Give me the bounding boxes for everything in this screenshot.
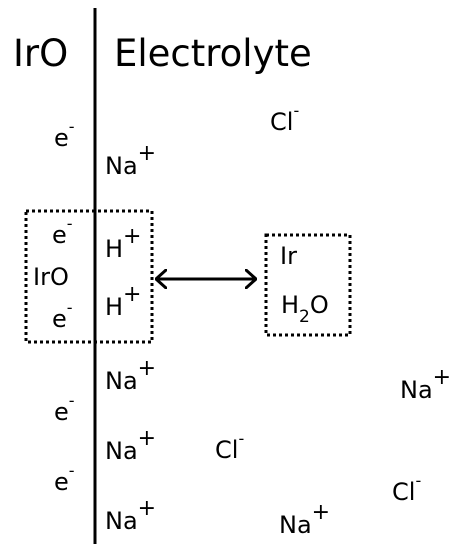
svg-text:e-: e- — [54, 117, 75, 152]
ir-label: Ir — [280, 242, 297, 270]
chloride-ion-3: Cl- — [392, 471, 421, 506]
electron-3: e- — [52, 298, 73, 333]
chloride-ion-1: Cl- — [270, 101, 299, 136]
svg-text:e-: e- — [54, 461, 75, 496]
svg-text:Na+: Na+ — [105, 426, 156, 465]
svg-text:Na+: Na+ — [105, 496, 156, 535]
electron-4: e- — [54, 391, 75, 426]
svg-text:e-: e- — [54, 391, 75, 426]
svg-text:Na+: Na+ — [105, 356, 156, 395]
svg-text:Cl-: Cl- — [392, 471, 421, 506]
sodium-ion-2: Na+ — [105, 356, 156, 395]
sodium-ion-3: Na+ — [105, 426, 156, 465]
heading-iro: IrO — [13, 32, 68, 75]
water-formula: H2O — [281, 291, 329, 327]
svg-text:e-: e- — [52, 214, 73, 249]
svg-text:Na+: Na+ — [279, 500, 330, 539]
svg-text:H+: H+ — [105, 224, 141, 263]
proton-1: H+ — [105, 224, 141, 263]
svg-text:Na+: Na+ — [400, 365, 451, 404]
svg-text:H+: H+ — [105, 282, 141, 321]
chloride-ion-2: Cl- — [215, 429, 244, 464]
proton-2: H+ — [105, 282, 141, 321]
svg-text:Na+: Na+ — [105, 141, 156, 180]
right-dotted-box — [264, 233, 352, 337]
sodium-ion-6: Na+ — [400, 365, 451, 404]
svg-text:H2O: H2O — [281, 291, 329, 327]
electron-2: e- — [52, 214, 73, 249]
heading-electrolyte: Electrolyte — [114, 32, 312, 75]
svg-text:e-: e- — [52, 298, 73, 333]
left-dotted-box — [24, 209, 154, 344]
electron-5: e- — [54, 461, 75, 496]
sodium-ion-4: Na+ — [105, 496, 156, 535]
svg-text:Cl-: Cl- — [215, 429, 244, 464]
sodium-ion-5: Na+ — [279, 500, 330, 539]
electron-1: e- — [54, 117, 75, 152]
sodium-ion-1: Na+ — [105, 141, 156, 180]
iro-box-label: IrO — [33, 263, 69, 291]
svg-text:Cl-: Cl- — [270, 101, 299, 136]
